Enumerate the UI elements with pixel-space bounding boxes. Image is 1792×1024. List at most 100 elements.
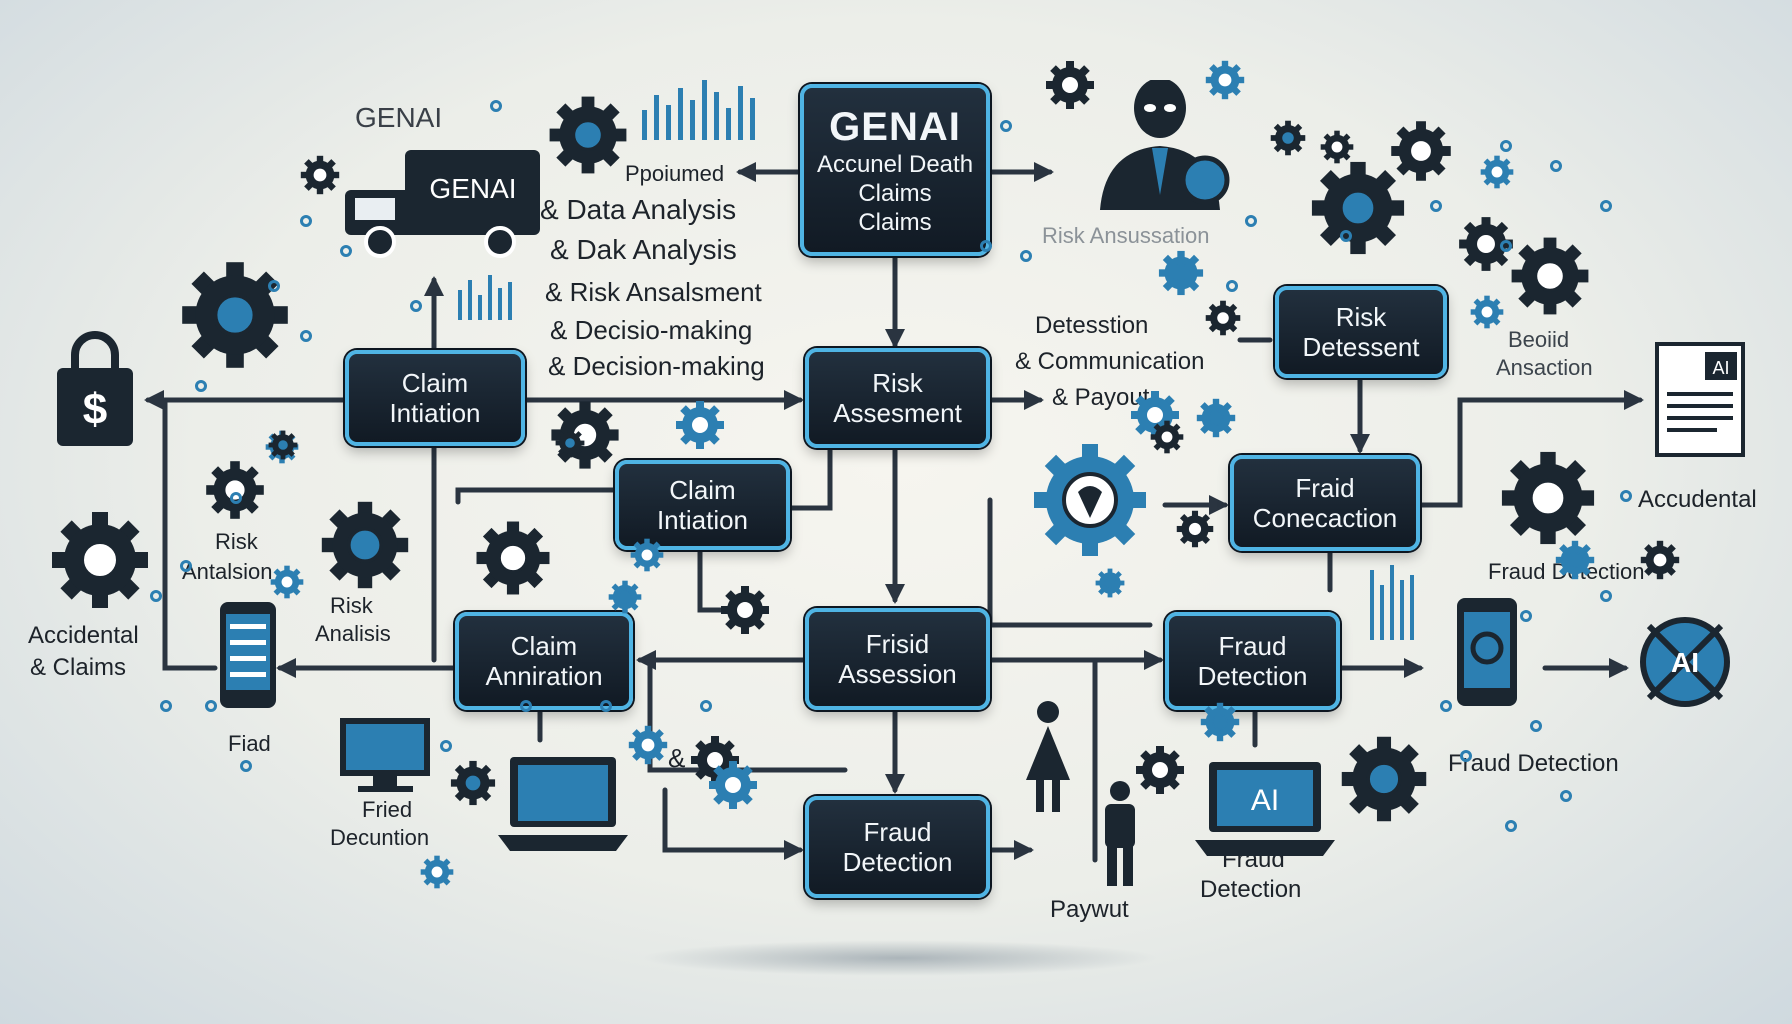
document-ai-label: AI (1712, 358, 1729, 378)
dot-decoration (410, 300, 422, 312)
dot-decoration (1620, 490, 1632, 502)
node-fraud-detection-bottom[interactable]: Fraud Detection (805, 796, 990, 898)
node-label: Claim Intiation (389, 368, 481, 428)
dot-decoration (1500, 240, 1512, 252)
gear-icon (1511, 237, 1589, 315)
node-claim-annitation[interactable]: Claim Anniration (455, 612, 633, 710)
node-label: Risk Assesment (833, 368, 962, 428)
dot-decoration (1020, 250, 1032, 262)
dot-decoration (268, 280, 280, 292)
label-risk-ansussation: Risk Ansussation (1042, 223, 1210, 248)
gear-icon (549, 96, 627, 174)
label-step-4: & Decisio-making (550, 315, 753, 345)
laptop-icon (498, 757, 628, 851)
label-accidental-2: & Claims (30, 654, 127, 681)
label-risk-antalsion-1: Risk (215, 529, 258, 554)
dot-decoration (1000, 120, 1012, 132)
laptop-ai-label: AI (1251, 784, 1279, 817)
gear-icon (1470, 295, 1504, 329)
label-risk-analisis-1: Risk (330, 593, 373, 618)
label-step-2: & Dak Analysis (550, 234, 737, 265)
gear-icon (1341, 736, 1427, 822)
label-step-3: & Risk Ansalsment (545, 277, 762, 307)
gear-icon (676, 401, 724, 449)
gear-icon (691, 736, 739, 784)
gear-icon (1270, 120, 1306, 156)
node-fraud-detection-right[interactable]: Fraud Detection (1165, 612, 1340, 710)
label-step-5: & Decision-making (548, 351, 765, 381)
document-ai-icon: AI (1655, 342, 1745, 457)
gear-icon (1205, 300, 1241, 336)
label-risk-analisis-2: Analisis (315, 621, 391, 646)
ai-circle-label: AI (1671, 647, 1699, 678)
gear-icon (1095, 568, 1125, 598)
fraid-to-right-arrow (1417, 390, 1644, 508)
gear-icon (1046, 61, 1094, 109)
dot-decoration (1550, 160, 1562, 172)
label-ansaction: Ansaction (1496, 355, 1593, 380)
gear-icon (1136, 746, 1184, 794)
gear-icon (300, 155, 340, 195)
gear-icon (1176, 510, 1214, 548)
dot-decoration (1460, 750, 1472, 762)
svg-text:$: $ (83, 385, 107, 434)
dot-decoration (300, 330, 312, 342)
node-risk-assessment[interactable]: Risk Assesment (805, 348, 990, 448)
label-fried-2: Decuntion (330, 825, 430, 850)
left-loop-line (162, 397, 218, 671)
label-communication: & Communication (1015, 348, 1205, 375)
claim2-link (455, 487, 618, 505)
gear-icon (52, 512, 148, 608)
bottom-left-arrow (662, 787, 804, 860)
gear-icon (721, 586, 769, 634)
gear-icon (1640, 540, 1680, 580)
dot-decoration (600, 700, 612, 712)
truck-label: GENAI (429, 173, 516, 204)
gear-icon (270, 565, 304, 599)
dot-decoration (300, 215, 312, 227)
node-fraid-conection[interactable]: Fraid Conecaction (1230, 455, 1420, 551)
gear-icon (1311, 161, 1405, 255)
label-risk-antalsion-2: Antalsion (182, 559, 273, 584)
node-risk-detessent[interactable]: Risk Detessent (1275, 286, 1447, 378)
gear-icon (1131, 391, 1179, 439)
label-payout: Paywut (1050, 896, 1129, 923)
bar-graph-left (458, 275, 512, 320)
gear-icon (476, 521, 550, 595)
dot-decoration (1600, 590, 1612, 602)
gear-icon (1150, 420, 1184, 454)
woman-figure-icon (1026, 701, 1070, 812)
gear-icon (206, 461, 264, 519)
gear-icon (1555, 540, 1595, 580)
dot-decoration (440, 740, 452, 752)
node-frisid-assession[interactable]: Frisid Assession (805, 608, 990, 710)
label-detesstion: Detesstion (1035, 312, 1149, 339)
dot-decoration (1340, 230, 1352, 242)
lower-loop (647, 657, 848, 773)
gear-icon (268, 430, 298, 460)
node-claim-initiation-top[interactable]: Claim Intiation (345, 350, 525, 446)
phone-icon (220, 602, 276, 708)
monitor-icon (340, 718, 430, 792)
dot-decoration (1430, 200, 1442, 212)
label-fraud-detection-r2: Fraud Detection (1448, 750, 1619, 777)
dot-decoration (340, 245, 352, 257)
man-figure-icon (1105, 781, 1135, 886)
hub-claims-1: Claims (858, 179, 932, 207)
gear-icon (420, 855, 454, 889)
node-label: Frisid Assession (838, 629, 957, 689)
node-label: Claim Intiation (656, 475, 749, 535)
gear-icon (628, 725, 668, 765)
dot-decoration (180, 560, 192, 572)
dot-decoration (160, 700, 172, 712)
label-fried-1: Fried (362, 797, 413, 822)
gear-icon (1200, 702, 1240, 742)
gear-icon (1158, 250, 1204, 296)
node-claim-initiation-mid[interactable]: Claim Intiation (615, 460, 790, 550)
hub-genai-claims[interactable]: GENAI Accunel Death Claims Claims (800, 84, 990, 256)
label-fiad: Fiad (228, 731, 271, 756)
bar-graph-right (1370, 565, 1414, 640)
dot-decoration (980, 240, 992, 252)
dot-decoration (1505, 820, 1517, 832)
